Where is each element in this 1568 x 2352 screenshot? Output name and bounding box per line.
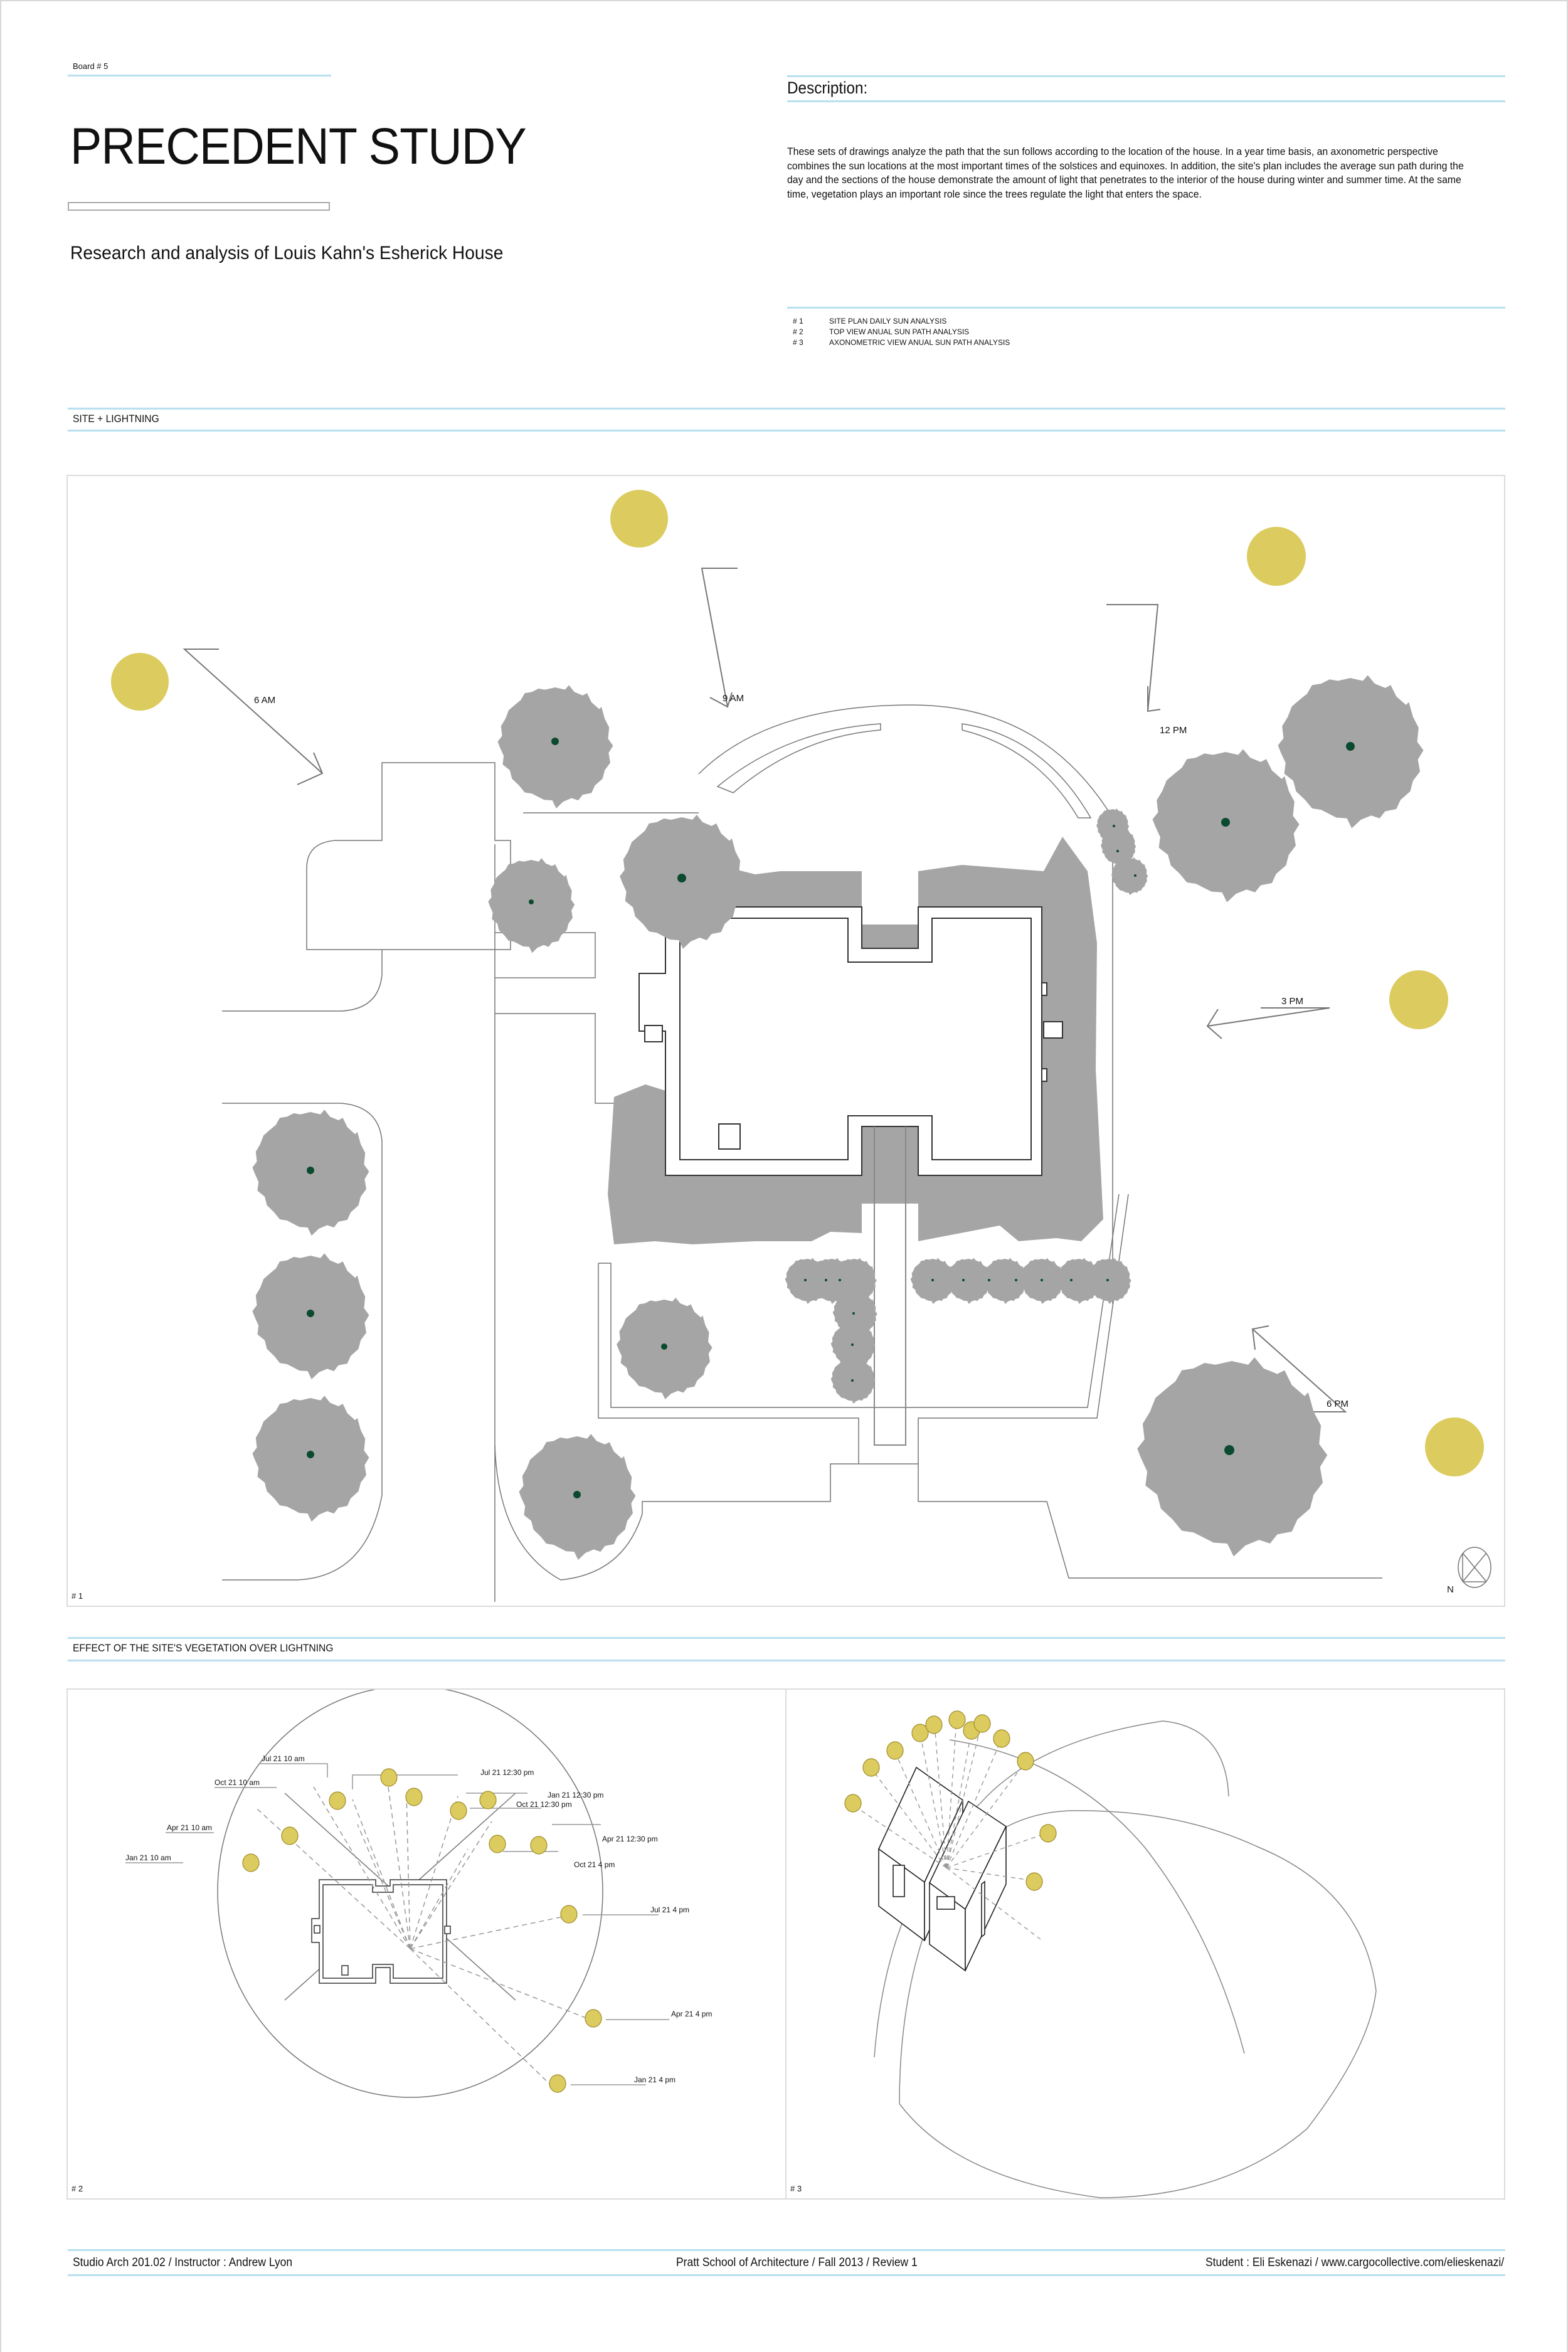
index-number: # 3 bbox=[793, 338, 803, 347]
axonometric-drawing bbox=[844, 1710, 1377, 2198]
sun-time-label: 12 PM bbox=[1160, 725, 1187, 736]
north-label: N bbox=[1447, 1584, 1454, 1595]
title-underline-box bbox=[68, 202, 330, 211]
footer-rule-top bbox=[68, 2249, 1505, 2251]
house-axonometric bbox=[877, 1766, 1007, 1972]
sun-9am-icon bbox=[610, 490, 668, 548]
sun-position-label: Jan 21 10 am bbox=[125, 1853, 171, 1862]
sun-positions bbox=[242, 1768, 602, 2093]
index-rule bbox=[787, 307, 1505, 309]
index-row: # 3 AXONOMETRIC VIEW ANUAL SUN PATH ANAL… bbox=[793, 337, 1010, 348]
sun-position-label: Apr 21 4 pm bbox=[671, 2010, 712, 2018]
site-plan-panel: 6 AM 9 AM 12 PM 3 PM 6 PM bbox=[66, 475, 1505, 1607]
panel-tag: # 2 bbox=[72, 2184, 83, 2193]
sun-position-label: Jul 21 4 pm bbox=[650, 1905, 689, 1914]
sun-position-label: Jan 21 4 pm bbox=[634, 2075, 675, 2084]
index-row: # 1 SITE PLAN DAILY SUN ANALYSIS bbox=[793, 316, 1010, 327]
section-title-site: SITE + LIGHTNING bbox=[73, 413, 159, 425]
header-rule bbox=[68, 75, 331, 77]
sun-position-label: Apr 21 12:30 pm bbox=[602, 1835, 658, 1843]
footer-course: Studio Arch 201.02 / Instructor : Andrew… bbox=[73, 2256, 293, 2269]
section-rule-top bbox=[68, 1637, 1505, 1639]
description-heading: Description: bbox=[787, 78, 868, 97]
sun-position-label: Oct 21 10 am bbox=[215, 1778, 260, 1787]
section-rule-bottom bbox=[68, 430, 1505, 432]
axonometric-sun-positions bbox=[844, 1710, 1057, 1891]
panel-tag: # 1 bbox=[72, 1591, 83, 1601]
index-label: TOP VIEW ANUAL SUN PATH ANALYSIS bbox=[829, 327, 970, 336]
footer-rule-bottom bbox=[68, 2274, 1505, 2276]
sun-6am-icon bbox=[111, 653, 169, 711]
index-number: # 1 bbox=[793, 317, 803, 326]
index-label: AXONOMETRIC VIEW ANUAL SUN PATH ANALYSIS bbox=[829, 338, 1010, 347]
section-rule-top bbox=[68, 408, 1505, 410]
sun-12pm-icon bbox=[1247, 527, 1306, 586]
sun-position-label: Jan 21 12:30 pm bbox=[548, 1791, 603, 1799]
index-label: SITE PLAN DAILY SUN ANALYSIS bbox=[829, 317, 947, 326]
north-arrow-icon bbox=[1458, 1547, 1491, 1588]
description-rule-bottom bbox=[787, 100, 1505, 102]
sun-3pm-icon bbox=[1389, 970, 1448, 1029]
index-number: # 2 bbox=[793, 327, 803, 336]
page-subtitle: Research and analysis of Louis Kahn's Es… bbox=[70, 243, 504, 263]
top-view-drawing: Jul 21 10 am Oct 21 10 am Apr 21 10 am J… bbox=[125, 1690, 712, 2098]
board-number: Board # 5 bbox=[73, 61, 109, 71]
sun-time-label: 6 AM bbox=[254, 695, 275, 706]
panel-tag: # 3 bbox=[790, 2184, 802, 2193]
section-rule-bottom bbox=[68, 1660, 1505, 1661]
page-title: PRECEDENT STUDY bbox=[70, 118, 527, 175]
sun-time-label: 3 PM bbox=[1281, 996, 1303, 1007]
sun-6pm-icon bbox=[1425, 1417, 1484, 1476]
sun-position-label: Jul 21 12:30 pm bbox=[480, 1768, 534, 1777]
sun-time-label: 6 PM bbox=[1327, 1399, 1348, 1409]
axonometric-panel: # 3 bbox=[785, 1688, 1505, 2200]
index-row: # 2 TOP VIEW ANUAL SUN PATH ANALYSIS bbox=[793, 327, 1010, 337]
description-rule-top bbox=[787, 75, 1505, 77]
site-plan-drawing: 6 AM 9 AM 12 PM 3 PM 6 PM bbox=[111, 490, 1491, 1602]
top-view-panel: Jul 21 10 am Oct 21 10 am Apr 21 10 am J… bbox=[66, 1688, 787, 2200]
footer-student: Student : Eli Eskenazi / www.cargocollec… bbox=[1205, 2256, 1505, 2269]
sun-position-label: Apr 21 10 am bbox=[167, 1823, 212, 1832]
section-title-vegetation: EFFECT OF THE SITE'S VEGETATION OVER LIG… bbox=[73, 1642, 334, 1654]
footer-school: Pratt School of Architecture / Fall 2013… bbox=[676, 2256, 918, 2269]
tree-trunks bbox=[307, 738, 1355, 1498]
drawing-index: # 1 SITE PLAN DAILY SUN ANALYSIS # 2 TOP… bbox=[793, 316, 1010, 348]
sun-position-label: Oct 21 4 pm bbox=[574, 1860, 615, 1869]
description-body: These sets of drawings analyze the path … bbox=[787, 146, 1464, 200]
sun-position-label: Jul 21 10 am bbox=[262, 1754, 305, 1763]
sun-time-label: 9 AM bbox=[723, 693, 744, 704]
sun-position-label: Oct 21 12:30 pm bbox=[516, 1800, 572, 1809]
